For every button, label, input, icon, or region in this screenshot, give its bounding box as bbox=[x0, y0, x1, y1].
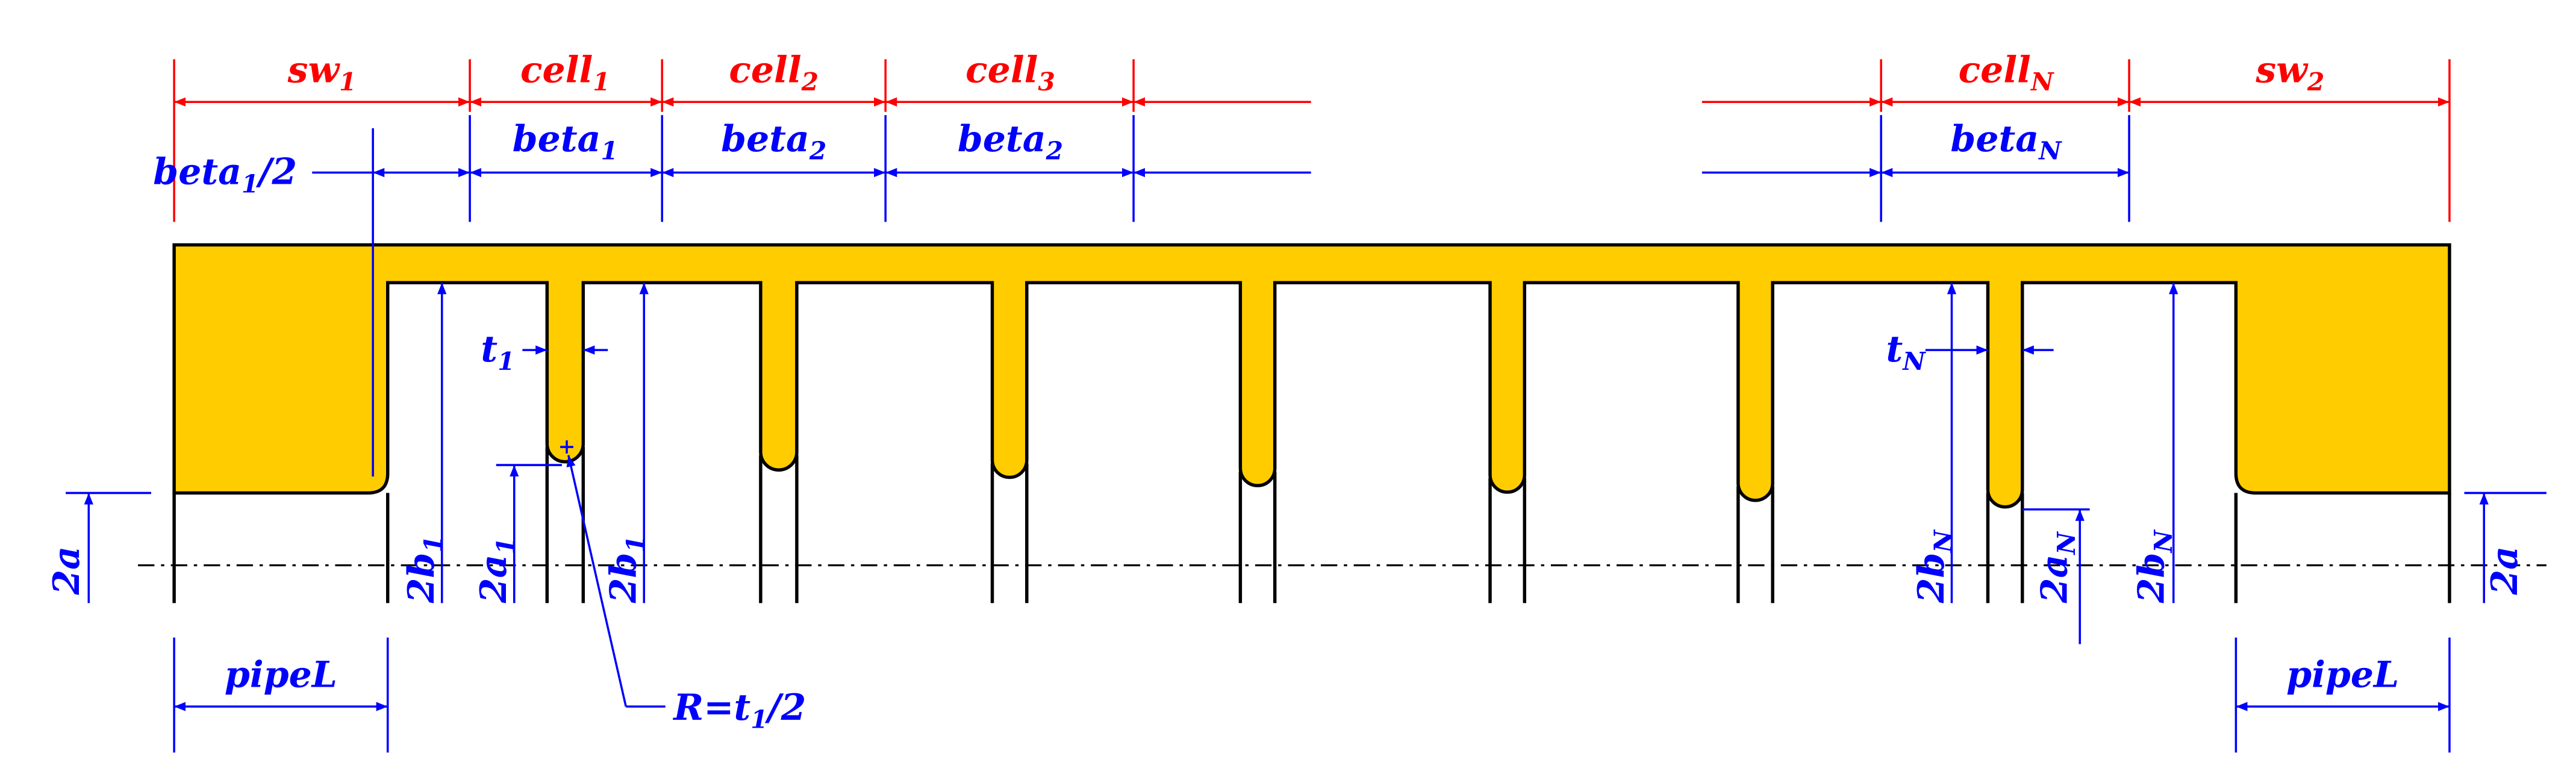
2b1-left-label: 2b1 bbox=[401, 535, 448, 604]
sw2-label: sw2 bbox=[2255, 49, 2324, 97]
iris-lines bbox=[172, 447, 2451, 604]
2a1-label: 2a1 bbox=[473, 537, 520, 604]
2a-left-label: 2a bbox=[46, 546, 88, 596]
cell1-label: cell1 bbox=[520, 49, 610, 97]
cellN-label: cellN bbox=[1959, 49, 2054, 97]
pipeL-left-label: pipeL bbox=[225, 654, 337, 696]
cell3-label: cell3 bbox=[965, 49, 1055, 97]
2bN-right-label: 2bN bbox=[2130, 529, 2178, 604]
sw1-label: sw1 bbox=[287, 49, 357, 97]
betaN-label: betaN bbox=[1950, 118, 2062, 166]
beta-dimension-lines bbox=[66, 115, 2546, 753]
radius-label: R=t1/2 bbox=[672, 687, 806, 734]
beta-half-label: beta1/2 bbox=[153, 151, 297, 199]
tN-label: tN bbox=[1886, 328, 1927, 376]
beta1-label: beta1 bbox=[513, 118, 618, 166]
pipeL-right-label: pipeL bbox=[2286, 654, 2399, 696]
t1-label: t1 bbox=[481, 328, 514, 376]
beta2-label-second: beta2 bbox=[958, 118, 1063, 166]
2b1-right-label: 2b1 bbox=[603, 535, 650, 604]
cell-dimension-lines bbox=[173, 59, 2451, 222]
cavity-body bbox=[172, 243, 2451, 509]
2aN-label: 2aN bbox=[2033, 531, 2081, 604]
2a-right-label: 2a bbox=[2484, 546, 2526, 596]
2bN-left-label: 2bN bbox=[1910, 529, 1958, 604]
cell2-label: cell2 bbox=[729, 49, 819, 97]
beta2-label: beta2 bbox=[721, 118, 826, 166]
